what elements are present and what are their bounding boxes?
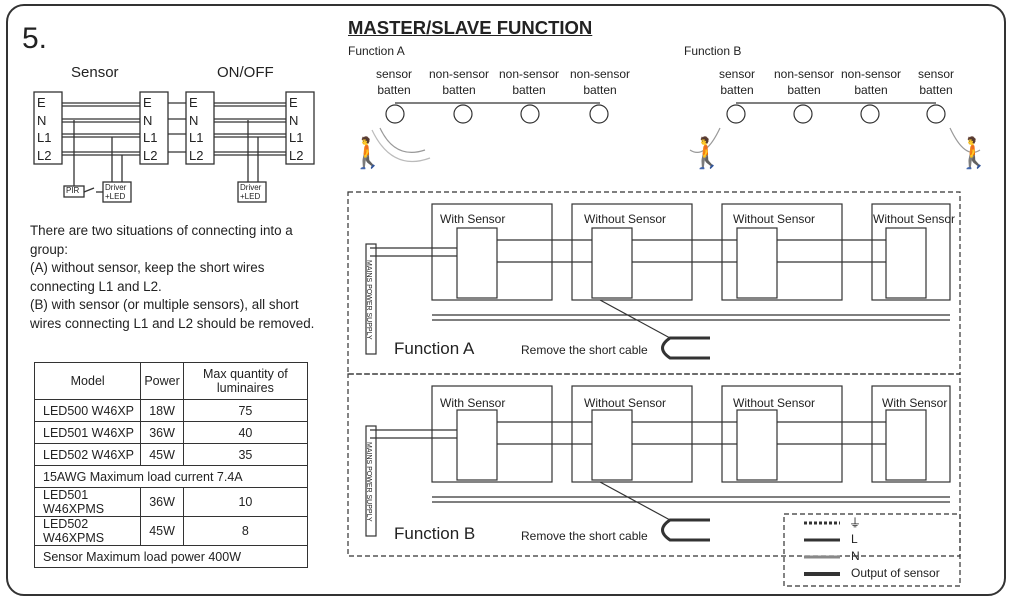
terminal-block-c xyxy=(185,91,215,165)
function-a-panel-label: Function A xyxy=(394,339,475,358)
lamp-icon xyxy=(926,104,946,124)
mains-label-a: MAINS POWER SUPPLY xyxy=(365,260,372,340)
master-slave-title: MASTER/SLAVE FUNCTION xyxy=(348,17,593,38)
driver-box-b xyxy=(237,181,267,203)
terminal-n: N xyxy=(143,112,153,128)
legend-n: N xyxy=(851,549,860,563)
terminal-labels-c: E N L1 L2 xyxy=(189,94,203,164)
lamp-icon xyxy=(385,104,405,124)
walking-person-icon: 🚶 xyxy=(349,137,387,170)
description-text: There are two situations of connecting i… xyxy=(30,222,330,333)
terminal-l1: L1 xyxy=(143,130,158,145)
ground-icon: ⏚ xyxy=(849,516,862,530)
onoff-header: ON/OFF xyxy=(217,64,274,81)
lamp-icon xyxy=(520,104,540,124)
terminal-labels-d: E N L1 L2 xyxy=(289,94,303,164)
spec-table: Model Power Max quantity of luminaires L… xyxy=(33,362,309,568)
table-header-row: Model Power Max quantity of luminaires xyxy=(33,362,309,400)
lamp-label-b1: sensor batten xyxy=(718,67,756,97)
terminal-l1: L1 xyxy=(189,130,204,145)
terminal-block-a xyxy=(33,91,63,165)
pir-label: PIR xyxy=(66,186,80,195)
description-a: (A) without sensor, keep the short wires… xyxy=(30,260,265,294)
module-label-a1: With Sensor xyxy=(440,212,506,226)
legend-sensor-output: Output of sensor xyxy=(851,566,940,580)
legend-box xyxy=(783,513,961,587)
function-b-panel xyxy=(347,373,961,557)
mains-label-b: MAINS POWER SUPPLY xyxy=(365,442,372,522)
sensor-header: Sensor xyxy=(71,64,119,81)
driver-label-b: Driver+LED xyxy=(240,183,262,201)
table-note-row: 15AWG Maximum load current 7.4A xyxy=(34,465,308,488)
lamp-label-a2: non-sensor batten xyxy=(428,67,490,97)
legend-l: L xyxy=(851,532,858,546)
terminal-e: E xyxy=(37,95,46,110)
terminal-n: N xyxy=(289,112,299,128)
terminal-labels-a: E N L1 L2 xyxy=(37,94,51,164)
description-intro: There are two situations of connecting i… xyxy=(30,223,293,257)
lamp-label-b2: non-sensor batten xyxy=(773,67,835,97)
terminal-n: N xyxy=(37,112,47,128)
walking-person-icon: 🚶 xyxy=(688,137,726,170)
terminal-n: N xyxy=(189,112,199,128)
remove-short-cable-b: Remove the short cable xyxy=(521,529,648,543)
lamp-icon xyxy=(860,104,880,124)
terminal-l2: L2 xyxy=(289,147,304,163)
terminal-e: E xyxy=(143,95,152,110)
terminal-block-d xyxy=(285,91,315,165)
terminal-block-b xyxy=(139,91,169,165)
lamp-icon xyxy=(793,104,813,124)
module-label-a2: Without Sensor xyxy=(584,212,667,226)
header-power: Power xyxy=(140,362,184,400)
terminal-l2: L2 xyxy=(189,147,204,163)
terminal-e: E xyxy=(189,95,198,110)
lamp-label-b4: sensor batten xyxy=(917,67,955,97)
function-b-panel-label: Function B xyxy=(394,524,476,543)
walking-person-icon: 🚶 xyxy=(955,137,993,170)
driver-label-a: Driver+LED xyxy=(105,183,127,201)
function-a-label: Function A xyxy=(348,44,405,58)
lamp-label-a3: non-sensor batten xyxy=(498,67,560,97)
module-label-b3: Without Sensor xyxy=(733,396,816,410)
table-note-row: Sensor Maximum load power 400W xyxy=(34,545,308,568)
terminal-l1: L1 xyxy=(289,130,304,145)
outer-frame xyxy=(6,4,1006,596)
description-b: (B) with sensor (or multiple sensors), a… xyxy=(30,297,315,331)
header-max-qty: Max quantity of luminaires xyxy=(182,362,309,400)
lamp-icon xyxy=(589,104,609,124)
terminal-l1: L1 xyxy=(37,130,52,145)
module-label-b2: Without Sensor xyxy=(584,396,667,410)
module-label-b4: With Sensor xyxy=(882,396,948,410)
lamp-icon xyxy=(726,104,746,124)
terminal-labels-b: E N L1 L2 xyxy=(143,94,157,164)
lamp-label-a1: sensor batten xyxy=(375,67,413,97)
module-label-a4: Without Sensor xyxy=(873,212,956,226)
lamp-label-b3: non-sensor batten xyxy=(840,67,902,97)
terminal-l2: L2 xyxy=(143,147,158,163)
step-number: 5. xyxy=(22,22,48,55)
function-b-label: Function B xyxy=(684,44,742,58)
module-label-b1: With Sensor xyxy=(440,396,506,410)
terminal-l2: L2 xyxy=(37,147,52,163)
remove-short-cable-a: Remove the short cable xyxy=(521,343,648,357)
terminal-e: E xyxy=(289,95,298,110)
module-label-a3: Without Sensor xyxy=(733,212,816,226)
lamp-label-a4: non-sensor batten xyxy=(569,67,631,97)
lamp-icon xyxy=(453,104,473,124)
